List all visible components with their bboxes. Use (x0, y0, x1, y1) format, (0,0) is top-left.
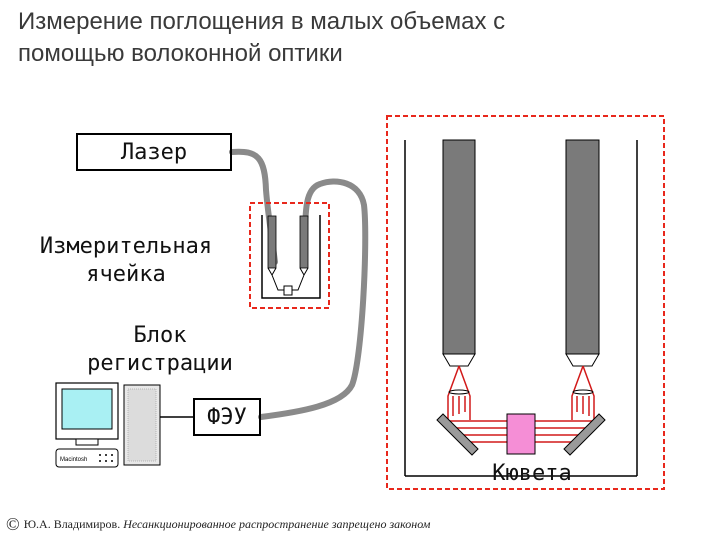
cuvette (506, 413, 536, 455)
block-label-line-2: регистрации (87, 351, 233, 376)
cell-label-line-2: ячейка (86, 262, 166, 287)
title-line-1: Измерение поглощения в малых объемах с (18, 8, 506, 35)
cell-small-probe-right (299, 215, 309, 269)
copyright-symbol: © (6, 514, 20, 534)
fiber-cell-to-pmt (258, 178, 369, 420)
mirror-right (563, 413, 606, 456)
block-label: Блок регистрации (70, 322, 250, 378)
cell-label: Измерительная ячейка (36, 233, 216, 289)
detail-dashed-frame (386, 115, 665, 490)
footer: ©Ю.А. Владимиров. Несанкционированное ра… (6, 514, 430, 535)
cell-small-probe-left (267, 215, 277, 269)
probe-left (442, 139, 476, 355)
slide-title: Измерение поглощения в малых объемах с п… (18, 6, 708, 70)
probe-right-lens (565, 353, 600, 367)
footer-notice: Несанкционированное распространение запр… (123, 517, 431, 531)
pmt-box: ФЭУ (193, 398, 261, 436)
laser-label: Лазер (120, 139, 188, 165)
lens-right-small (572, 389, 594, 395)
block-label-line-1: Блок (133, 323, 187, 348)
cell-label-line-1: Измерительная (39, 234, 213, 259)
laser-box: Лазер (76, 133, 232, 171)
computer: Macintosh (55, 382, 161, 468)
computer-brand-label: Macintosh (60, 457, 87, 463)
lens-left-small (448, 389, 470, 395)
keyboard-base (55, 448, 119, 468)
cell-small-housing (261, 215, 321, 299)
cell-dashed-frame (249, 202, 330, 309)
cuvette-label: Кювета (492, 461, 572, 486)
mirror-left (436, 413, 479, 456)
footer-author: Ю.А. Владимиров. (23, 517, 121, 531)
monitor-stand (75, 438, 99, 446)
cell-small-cuvette (283, 285, 293, 296)
probe-left-lens (442, 353, 476, 367)
probe-right (565, 139, 600, 355)
monitor-screen (61, 388, 113, 430)
title-line-2: помощью волоконной оптики (18, 40, 343, 67)
pmt-label: ФЭУ (207, 404, 247, 430)
